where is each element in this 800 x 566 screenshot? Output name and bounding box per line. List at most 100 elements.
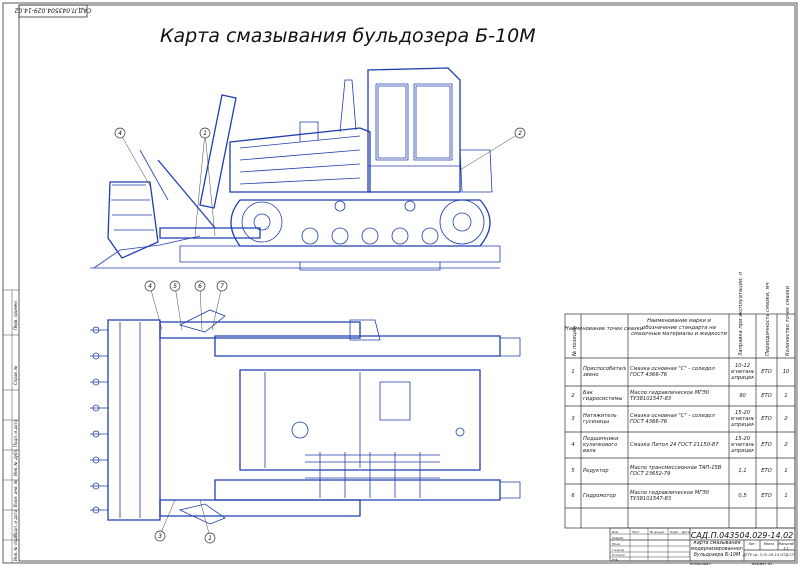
table-header-period: Периодичность смазки, мч (765, 282, 771, 356)
svg-text:Копировал: Копировал (690, 562, 711, 566)
table-cell-material: Масло гидравлическое МГЭ0 ТУ38101547-83 (630, 489, 710, 502)
callout-1-plan: 1 (204, 532, 216, 544)
table-cell-material: Смазка Литол 24 ГОСТ 21150-87 (630, 441, 719, 448)
svg-text:1: 1 (203, 130, 207, 137)
table-cell-amount: 1,1 (738, 467, 747, 474)
table-cell-count: 10 (782, 368, 790, 375)
svg-text:Подп. и дата: Подп. и дата (13, 419, 18, 447)
table-cell-period: ЕТО (761, 467, 772, 474)
bulldozer-side-view (90, 67, 501, 271)
table-cell-material: Смазка основная "С" - солидол ГОСТ 4366-… (630, 365, 715, 378)
svg-text:4: 4 (148, 283, 152, 290)
svg-text:САД.П.043504.029-14.02: САД.П.043504.029-14.02 (14, 7, 91, 14)
svg-text:Взам. инв. №: Взам. инв. № (13, 480, 18, 507)
table-cell-amount: 10-12 нагнетаний шприцем (731, 362, 754, 382)
table-cell-pos: 4 (571, 441, 575, 448)
table-cell-pos: 1 (571, 368, 575, 375)
table-cell-name: Гидромотор (583, 492, 616, 499)
table-cell-material: Масло гидравлическое МГЭ0 ТУ38101547-83 (630, 389, 710, 402)
callout-7-plan: 7 (216, 280, 228, 292)
table-cell-count: 1 (784, 392, 788, 399)
table-cell-name: Бак гидросистемы (583, 389, 623, 402)
svg-text:Изм.: Изм. (612, 530, 619, 534)
svg-text:5: 5 (173, 283, 177, 290)
callout-2-side: 2 (514, 127, 526, 139)
table-cell-pos: 5 (571, 467, 575, 474)
table-cell-period: ЕТО (761, 492, 772, 499)
svg-text:Пров.: Пров. (612, 542, 621, 546)
svg-text:Масштаб: Масштаб (778, 542, 793, 546)
table-cell-amount: 15-20 нагнетаний шприцем (731, 409, 754, 429)
svg-text:Справ. №: Справ. № (13, 366, 18, 385)
table-cell-amount: 15-20 нагнетаний шприцем (731, 435, 754, 455)
table-cell-name: Натяжитель гусеницы (583, 412, 617, 425)
callout-4-plan: 4 (144, 280, 156, 292)
table-cell-count: 2 (784, 415, 788, 422)
svg-text:Дата: Дата (681, 530, 690, 534)
svg-text:№ докум.: № докум. (649, 530, 665, 534)
table-cell-amount: 0,5 (738, 492, 747, 499)
callout-3-plan: 3 (154, 530, 166, 542)
side-stamp: Перв. примен. Справ. № Подп. и дата Инв.… (3, 289, 19, 563)
svg-text:Т.контр.: Т.контр. (612, 548, 625, 552)
svg-text:Лист: Лист (631, 530, 640, 534)
svg-text:Утв.: Утв. (612, 558, 618, 562)
callout-1-side: 1 (199, 127, 211, 139)
bulldozer-plan-view (90, 309, 521, 525)
svg-text:3: 3 (158, 533, 162, 540)
table-header-name: Наименование точек смазки (565, 326, 644, 332)
callout-markers: 4 1 2 4 5 6 7 3 1 (114, 127, 526, 544)
title-block-code: САД.П.043504.029-14.02 (691, 531, 794, 540)
svg-text:Н.контр.: Н.контр. (612, 553, 625, 557)
table-header-count: Количество точек смазки (785, 285, 791, 356)
svg-text:4: 4 (118, 130, 122, 137)
table-cell-period: ЕТО (761, 368, 772, 375)
svg-text:Перв. примен.: Перв. примен. (13, 300, 18, 330)
table-cell-count: 1 (784, 492, 788, 499)
svg-text:Подп. и дата: Подп. и дата (13, 509, 18, 537)
svg-text:7: 7 (220, 283, 224, 290)
svg-text:Разраб.: Разраб. (612, 536, 624, 540)
callout-5-plan: 5 (169, 280, 181, 292)
table-header-pos: № позиции (572, 325, 578, 357)
table-cell-period: ЕТО (761, 441, 772, 448)
table-cell-name: Приспособительное звено (583, 365, 626, 378)
table-cell-name: Редуктор (583, 467, 609, 474)
callout-leaders (119, 132, 521, 538)
table-cell-period: ЕТО (761, 415, 772, 422)
table-cell-material: Смазка основная "С" - солидол ГОСТ 4366-… (630, 412, 715, 425)
svg-text:Подп.: Подп. (670, 530, 679, 534)
drawing-title: Карта смазывания бульдозера Б-10М (160, 25, 536, 47)
svg-text:Масса: Масса (764, 542, 774, 546)
svg-text:1: 1 (208, 535, 212, 542)
svg-text:Лит.: Лит. (747, 542, 755, 546)
callout-4-side: 4 (114, 127, 126, 139)
table-header-amount: Заправка при эксплуатации, л (738, 271, 744, 356)
svg-text:1:1: 1:1 (783, 547, 788, 551)
callout-6-plan: 6 (194, 280, 206, 292)
table-header-material: Наименование марки и обозначение стандар… (631, 318, 727, 337)
table-cell-pos: 6 (571, 492, 575, 499)
svg-text:Формат А1: Формат А1 (752, 562, 772, 566)
table-cell-period: ЕТО (761, 392, 772, 399)
table-cell-material: Масло трансмиссионное ТАП-15В ГОСТ 23652… (630, 464, 722, 477)
table-cell-pos: 2 (571, 392, 575, 399)
title-block: САД.П.043504.029-14.02 Карта смазывания … (609, 527, 796, 566)
svg-text:2: 2 (518, 130, 522, 137)
table-cell-name: Подшипники кулачкового вала (583, 435, 619, 455)
title-block-org: ДГТУ гр. 3-7с-19-14 ОТД.СТ. (742, 553, 795, 557)
svg-text:Инв. № подл.: Инв. № подл. (13, 533, 18, 561)
table-cell-amount: 90 (739, 392, 746, 399)
svg-text:6: 6 (198, 283, 202, 290)
corner-code-stamp: САД.П.043504.029-14.02 (14, 4, 91, 18)
lubrication-table: № позиции Наименование точек смазки Наим… (564, 271, 796, 529)
svg-text:Инв. № дубл.: Инв. № дубл. (13, 449, 18, 476)
table-cell-count: 1 (784, 467, 788, 474)
table-cell-count: 2 (784, 441, 788, 448)
sheet-inner-border (18, 4, 796, 562)
title-block-name: Карта смазывания модернизированного буль… (691, 541, 743, 558)
